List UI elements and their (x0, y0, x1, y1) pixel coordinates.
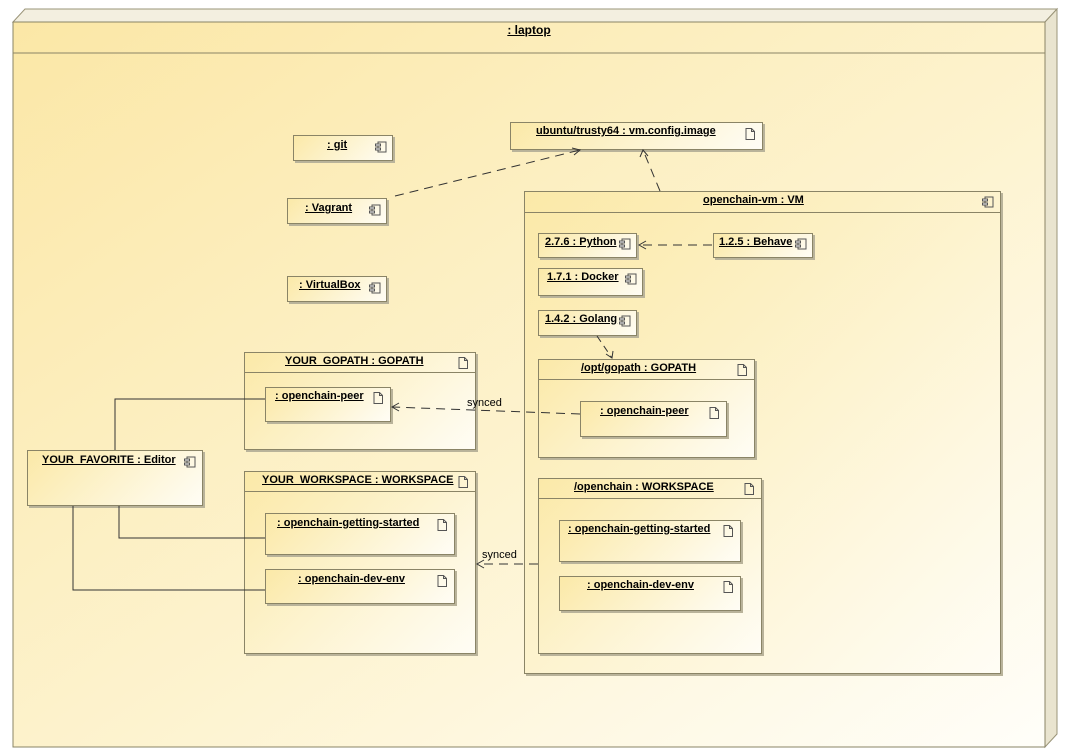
compartment-divider (539, 379, 754, 380)
artifact-icon (745, 128, 755, 140)
python-label: 2.7.6 : Python (545, 236, 617, 248)
vm-title: openchain-vm : VM (703, 194, 804, 206)
component-icon (795, 238, 807, 250)
docker-label: 1.7.1 : Docker (547, 271, 619, 283)
vm-peer-label: : openchain-peer (600, 405, 689, 417)
artifact-icon (437, 575, 447, 587)
editor-label: YOUR_FAVORITE : Editor (42, 454, 176, 466)
compartment-divider (525, 212, 1000, 213)
editor-component[interactable]: YOUR_FAVORITE : Editor (27, 450, 203, 506)
host-peer-artifact[interactable]: : openchain-peer (265, 387, 391, 422)
component-icon (625, 273, 637, 285)
artifact-icon (709, 407, 719, 419)
vm-getting-started-label: : openchain-getting-started (568, 523, 711, 535)
git-label: : git (327, 139, 348, 151)
golang-component[interactable]: 1.4.2 : Golang (538, 310, 637, 336)
virtualbox-component[interactable]: : VirtualBox (287, 276, 387, 302)
vm-workspace-artifact[interactable]: /openchain : WORKSPACE (538, 478, 762, 654)
component-icon (375, 141, 387, 153)
vm-workspace-title: /openchain : WORKSPACE (574, 481, 714, 493)
compartment-divider (539, 498, 761, 499)
host-workspace-title: YOUR_WORKSPACE : WORKSPACE (262, 474, 454, 486)
component-icon (982, 196, 994, 208)
docker-component[interactable]: 1.7.1 : Docker (538, 268, 643, 296)
artifact-icon (744, 483, 754, 495)
host-dev-env-label: : openchain-dev-env (298, 573, 405, 585)
host-workspace-artifact[interactable]: YOUR_WORKSPACE : WORKSPACE (244, 471, 476, 654)
image-artifact[interactable]: ubuntu/trusty64 : vm.config.image (510, 122, 763, 150)
python-component[interactable]: 2.7.6 : Python (538, 233, 637, 258)
component-icon (619, 238, 631, 250)
artifact-icon (373, 392, 383, 404)
vagrant-label: : Vagrant (305, 202, 353, 214)
vm-peer-artifact[interactable]: : openchain-peer (580, 401, 727, 437)
host-dev-env-artifact[interactable]: : openchain-dev-env (265, 569, 455, 604)
artifact-icon (737, 364, 747, 376)
behave-component[interactable]: 1.2.5 : Behave (713, 233, 813, 258)
laptop-title: : laptop (507, 23, 551, 37)
compartment-divider (245, 491, 475, 492)
host-gopath-title: YOUR_GOPATH : GOPATH (285, 355, 424, 367)
golang-label: 1.4.2 : Golang (545, 313, 618, 325)
artifact-icon (723, 525, 733, 537)
artifact-icon (458, 476, 468, 488)
vagrant-component[interactable]: : Vagrant (287, 198, 387, 224)
component-icon (619, 315, 631, 327)
host-getting-started-label: : openchain-getting-started (277, 517, 420, 529)
host-getting-started-artifact[interactable]: : openchain-getting-started (265, 513, 455, 555)
vm-dev-env-artifact[interactable]: : openchain-dev-env (559, 576, 741, 611)
component-icon (184, 456, 196, 468)
component-icon (369, 204, 381, 216)
host-peer-label: : openchain-peer (275, 390, 364, 402)
vm-dev-env-label: : openchain-dev-env (587, 579, 694, 591)
vm-getting-started-artifact[interactable]: : openchain-getting-started (559, 520, 741, 562)
vm-gopath-title: /opt/gopath : GOPATH (581, 362, 697, 374)
artifact-icon (458, 357, 468, 369)
artifact-icon (723, 581, 733, 593)
git-component[interactable]: : git (293, 135, 393, 161)
component-icon (369, 282, 381, 294)
virtualbox-label: : VirtualBox (299, 279, 361, 291)
compartment-divider (245, 372, 475, 373)
behave-label: 1.2.5 : Behave (719, 236, 793, 248)
image-label: ubuntu/trusty64 : vm.config.image (536, 125, 716, 137)
artifact-icon (437, 519, 447, 531)
